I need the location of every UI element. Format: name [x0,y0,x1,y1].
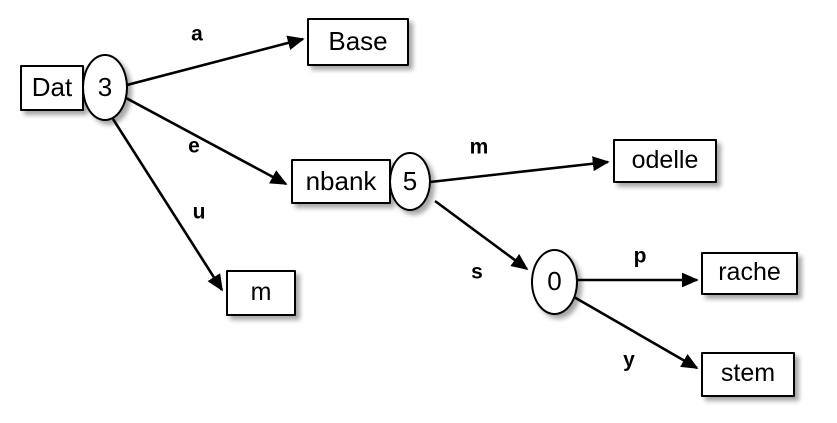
node-label-m: m [250,277,272,306]
node-nbank[interactable]: nbank [291,159,391,204]
edge-zero-to-stem [573,295,699,370]
edge-label-p: p [633,244,647,268]
node-dat[interactable]: Dat [20,65,84,111]
node-label-dat: Dat [31,72,73,102]
node-odelle[interactable]: odelle [613,139,717,183]
node-three[interactable]: 3 [82,54,128,121]
edge-five-to-odelle [429,156,610,184]
edge-label-m: m [469,135,489,159]
node-label-three: 3 [97,71,113,102]
edge-label-u: u [192,200,206,224]
node-zero[interactable]: 0 [531,249,578,315]
node-rache[interactable]: rache [701,252,798,295]
node-label-zero: 0 [547,266,562,296]
node-label-base: Base [328,26,388,56]
node-label-rache: rache [718,258,781,286]
node-label-stem: stem [720,359,776,387]
node-base[interactable]: Base [307,18,409,66]
edge-label-y: y [623,348,635,372]
node-m[interactable]: m [226,270,296,316]
edge-label-a: a [191,22,203,46]
edge-five-to-zero [434,199,529,271]
edge-three-to-nbank [125,96,288,186]
edge-three-to-base [126,35,305,87]
edge-label-s: s [471,260,483,284]
edge-label-e: e [188,134,200,158]
node-label-nbank: nbank [305,165,377,196]
node-label-five: 5 [402,165,418,196]
node-five[interactable]: 5 [389,152,431,211]
node-stem[interactable]: stem [701,352,795,397]
edge-three-to-m [111,118,224,292]
node-label-odelle: odelle [631,145,699,174]
